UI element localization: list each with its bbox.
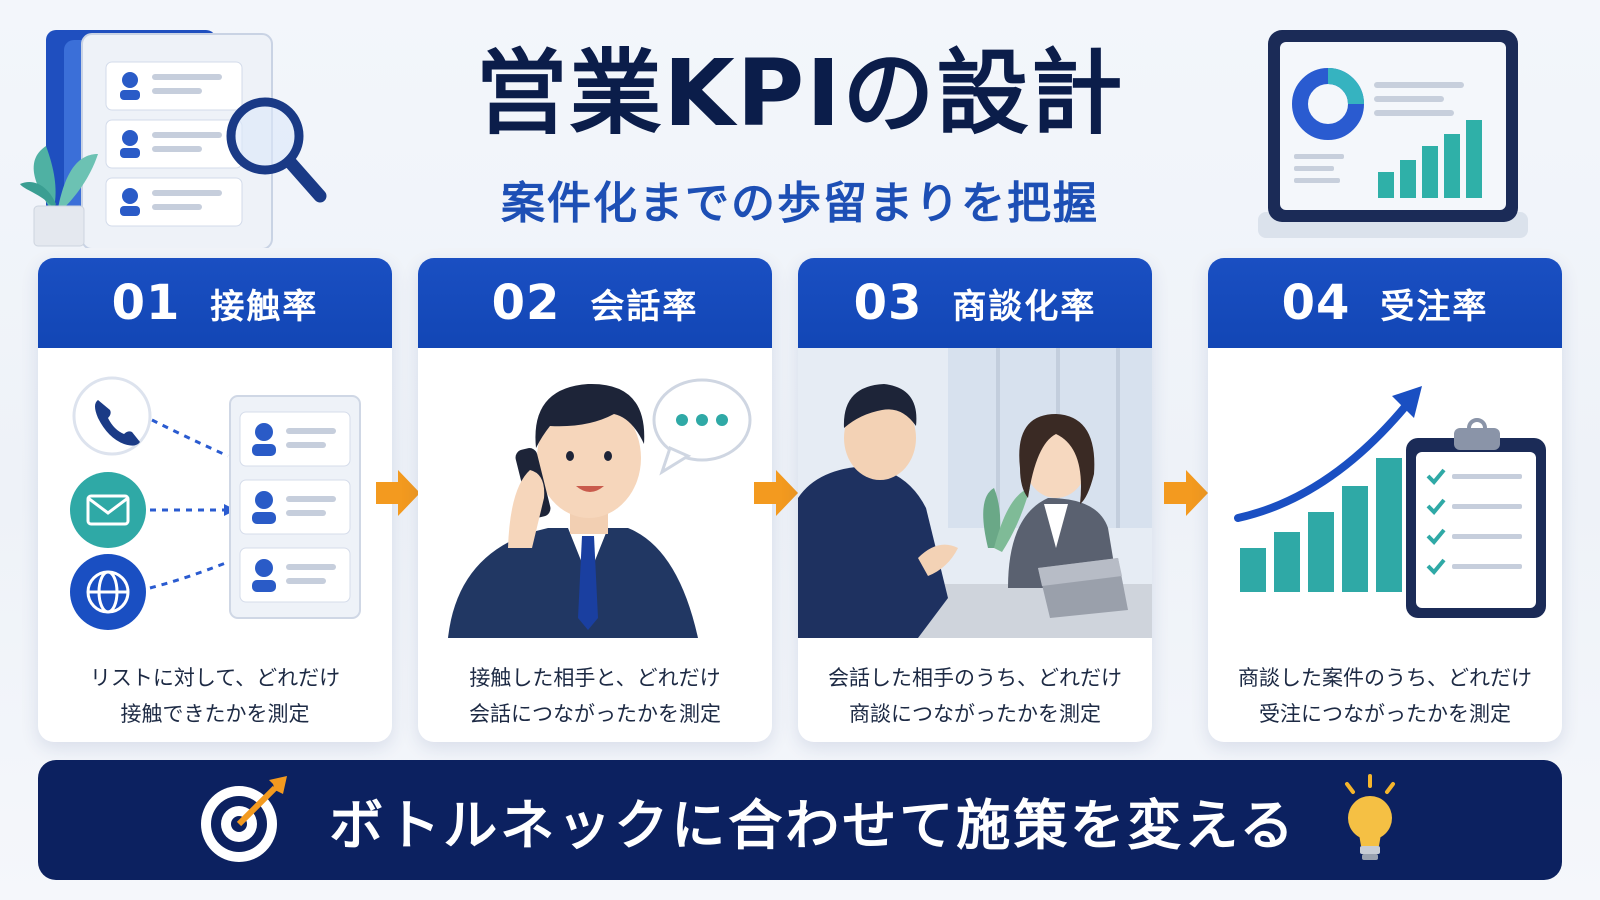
step-card-conversation-rate: 02 会話率 <box>418 258 772 742</box>
phone-icon <box>72 376 152 456</box>
step-illustration <box>1208 348 1562 638</box>
step-card-win-rate: 04 受注率 <box>1208 258 1562 742</box>
step-illustration <box>38 348 392 638</box>
business-meeting-illustration <box>798 348 1152 638</box>
step-description: 接触した相手と、どれだけ 会話につながったかを測定 <box>469 666 721 726</box>
mail-icon <box>70 472 146 548</box>
step-card-meeting-rate: 03 商談化率 <box>798 258 1152 742</box>
lightbulb-icon <box>1344 774 1395 860</box>
arrow-right-icon <box>754 470 798 516</box>
step-header: 03 商談化率 <box>798 258 1152 348</box>
user-list-icon <box>105 61 243 227</box>
step-name: 会話率 <box>590 286 699 327</box>
user-list-icon <box>229 395 361 619</box>
step-number: 01 <box>111 275 181 331</box>
step-number: 04 <box>1281 275 1351 331</box>
growth-arrow-icon <box>1234 386 1422 592</box>
page-title: 営業KPIの設計 <box>475 40 1125 147</box>
magnifier-icon <box>226 97 327 203</box>
salesperson-on-phone-illustration <box>448 383 698 638</box>
arrow-right-icon <box>1164 470 1208 516</box>
step-header: 04 受注率 <box>1208 258 1562 348</box>
target-icon <box>201 776 288 862</box>
step-header: 01 接触率 <box>38 258 392 348</box>
bottleneck-banner: ボトルネックに合わせて施策を変える <box>38 760 1562 880</box>
step-description: 会話した相手のうち、どれだけ 商談につながったかを測定 <box>828 666 1122 726</box>
step-illustration <box>418 348 772 638</box>
step-illustration <box>798 348 1152 638</box>
page-subtitle: 案件化までの歩留まりを把握 <box>501 178 1099 229</box>
arrow-right-icon <box>376 470 420 516</box>
step-name: 接触率 <box>210 286 319 327</box>
banner-text: ボトルネックに合わせて施策を変える <box>329 793 1297 857</box>
step-description: 商談した案件のうち、どれだけ 受注につながったかを測定 <box>1238 666 1532 726</box>
globe-icon <box>70 554 146 630</box>
step-card-contact-rate: 01 接触率 <box>38 258 392 742</box>
step-name: 受注率 <box>1380 286 1489 327</box>
document-stack-illustration <box>20 30 327 248</box>
tablet-dashboard-illustration <box>1258 30 1528 238</box>
step-number: 03 <box>853 275 923 331</box>
clipboard-check-icon <box>1406 418 1546 618</box>
step-number: 02 <box>491 275 561 331</box>
step-description: リストに対して、どれだけ 接触できたかを測定 <box>89 666 341 726</box>
step-header: 02 会話率 <box>418 258 772 348</box>
speech-bubble-icon <box>652 378 752 476</box>
plant-decoration <box>20 146 98 247</box>
step-name: 商談化率 <box>952 286 1097 327</box>
